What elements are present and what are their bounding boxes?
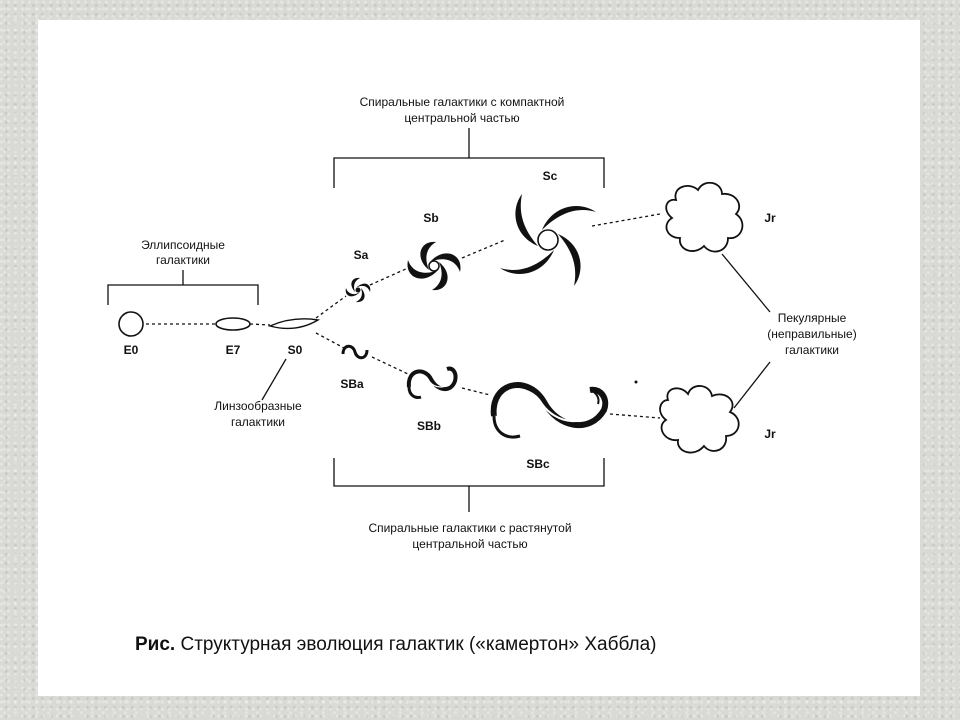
caption-text: Структурная эволюция галактик («камертон… (180, 634, 657, 655)
label-sbc: SBc (526, 457, 550, 471)
bracket-spiral-compact (333, 128, 605, 188)
label-sb: Sb (423, 211, 438, 225)
label-sc: Sc (543, 169, 558, 183)
speck-mark (634, 380, 638, 384)
path-sbc-jr (609, 413, 661, 419)
label-e7: E7 (226, 343, 241, 357)
galaxy-e7 (215, 317, 251, 331)
slide (38, 20, 920, 696)
path-sba-sbb (371, 356, 409, 375)
label-elliptical-2: галактики (156, 253, 210, 267)
label-peculiar-1: Пекулярные (778, 311, 847, 325)
label-jr-top: Jr (764, 211, 776, 225)
figure-caption: Рис. Структурная эволюция галактик («кам… (135, 634, 855, 656)
path-sc-jr (591, 213, 661, 227)
pointer-peculiar-bottom (733, 361, 771, 409)
label-e0: E0 (124, 343, 139, 357)
label-peculiar-2: (неправильные) (767, 327, 856, 341)
galaxy-sbc (490, 382, 609, 439)
galaxy-jr-top (665, 181, 744, 253)
path-sa-sb (369, 267, 409, 286)
label-sa: Sa (354, 248, 369, 262)
galaxy-sb (407, 241, 461, 291)
galaxy-sa (345, 277, 371, 303)
galaxy-sc (500, 194, 596, 286)
galaxy-s0 (267, 318, 321, 330)
galaxy-jr-bottom (659, 385, 740, 454)
pointer-lenticular (261, 358, 287, 401)
label-spiral-barred-1: Спиральные галактики с растянутой (368, 521, 571, 535)
galaxy-e0 (118, 311, 144, 337)
path-e7-s0 (249, 323, 271, 326)
label-jr-bottom: Jr (764, 427, 776, 441)
path-s0-sba (315, 332, 345, 349)
caption-prefix: Рис. (135, 634, 176, 655)
label-lenticular-1: Линзообразные (214, 399, 302, 413)
label-s0: S0 (288, 343, 303, 357)
label-peculiar-3: галактики (785, 343, 839, 357)
label-spiral-barred-2: центральной частью (412, 537, 527, 551)
galaxy-sba (341, 344, 369, 360)
path-sbb-sbc (461, 387, 491, 396)
bracket-elliptical (107, 270, 259, 305)
bracket-spiral-barred (333, 458, 605, 512)
galaxy-sbb (406, 366, 458, 399)
label-sba: SBa (340, 377, 364, 391)
label-elliptical-1: Эллипсоидные (141, 238, 225, 252)
label-sbb: SBb (417, 419, 441, 433)
path-s0-sa (315, 295, 347, 319)
label-spiral-compact-2: центральной частью (404, 111, 519, 125)
path-sb-sc (461, 239, 506, 259)
label-spiral-compact-1: Спиральные галактики с компактной (360, 95, 565, 109)
pointer-peculiar-top (721, 253, 771, 313)
label-lenticular-2: галактики (231, 415, 285, 429)
